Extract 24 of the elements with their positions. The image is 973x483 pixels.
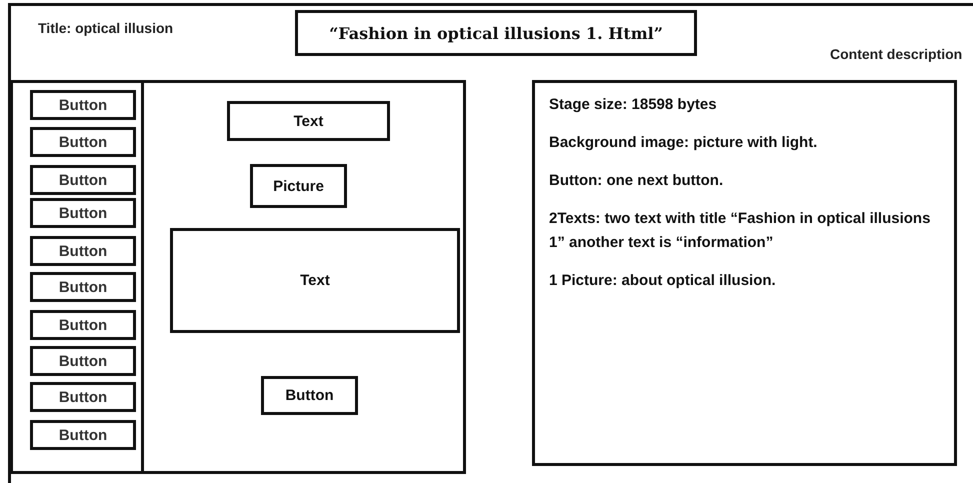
description-text: Stage size: 18598 bytes <box>549 95 717 115</box>
stage-frame <box>10 80 466 474</box>
menu-item: Button <box>30 90 136 120</box>
description-panel <box>532 80 957 466</box>
menu-item: Button <box>30 272 136 302</box>
description-text: 1 Picture: about optical illusion. <box>549 271 776 291</box>
text-block-mockup: Text <box>227 101 390 141</box>
page-title-label: Title: optical illusion <box>38 20 174 36</box>
button-mockup: Button <box>261 376 358 415</box>
menu-item: Button <box>30 165 136 195</box>
menu-item: Button <box>30 236 136 266</box>
menu-item: Button <box>30 310 136 340</box>
section-heading: Content description <box>830 46 962 62</box>
image-mockup: Picture <box>250 164 347 208</box>
menu-item: Button <box>30 346 136 376</box>
menu-item: Button <box>30 382 136 412</box>
menu-item: Button <box>30 127 136 157</box>
menu-item: Button <box>30 198 136 228</box>
text-block-mockup: Text <box>170 228 460 333</box>
description-text: Button: one next button. <box>549 171 724 191</box>
description-text: 2Texts: two text with title “Fashion in optical illusions 1” another text is “information” <box>549 209 932 253</box>
description-text: Background image: picture with light. <box>549 133 818 153</box>
page-title-banner: “Fashion in optical illusions 1. Html” <box>295 10 697 56</box>
menu-item: Button <box>30 420 136 450</box>
